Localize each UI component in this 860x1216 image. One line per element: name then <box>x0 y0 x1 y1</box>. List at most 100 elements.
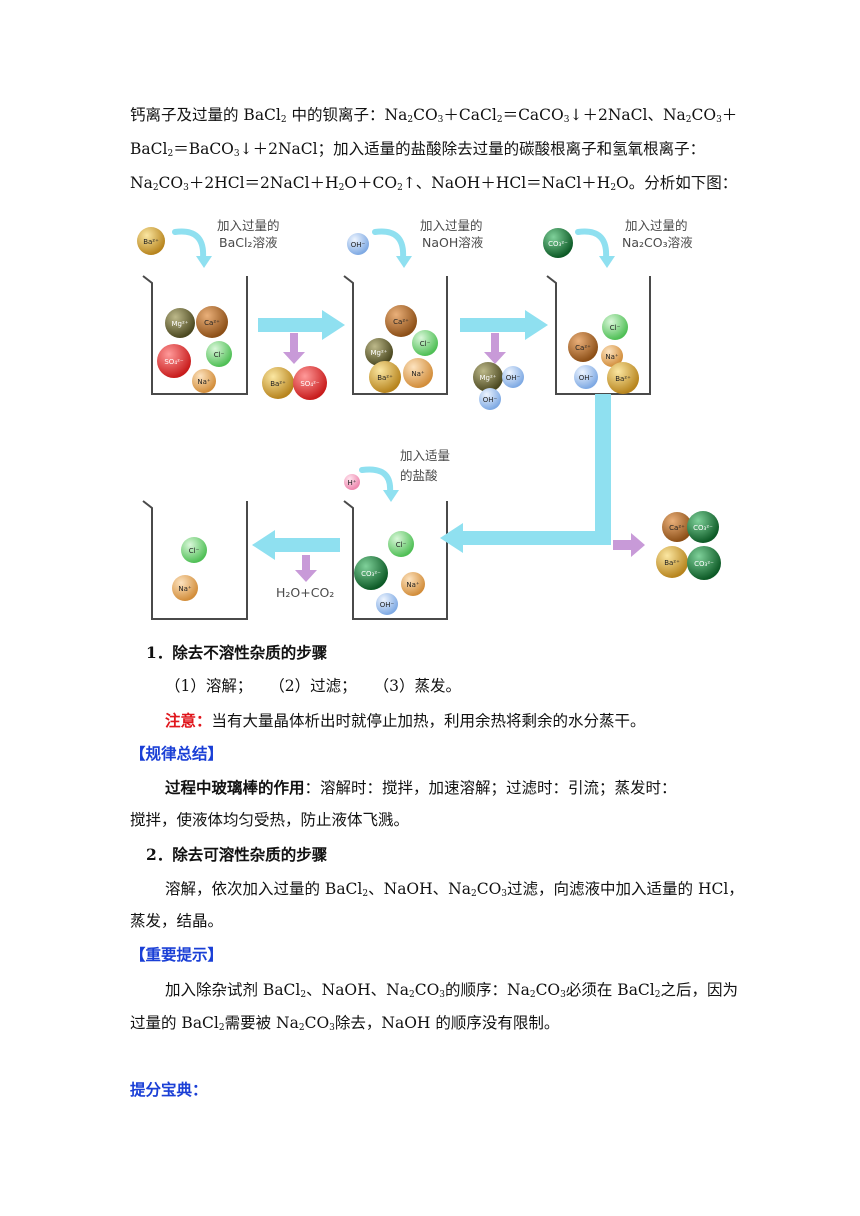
svg-text:Cl⁻: Cl⁻ <box>610 324 621 332</box>
svg-text:OH⁻: OH⁻ <box>506 374 521 382</box>
svg-text:H⁺: H⁺ <box>348 479 357 487</box>
svg-text:Ba²⁺: Ba²⁺ <box>270 380 286 388</box>
svg-text:Na⁺: Na⁺ <box>411 370 425 378</box>
b3-ion-na: Na⁺ <box>601 345 623 367</box>
note-text: 当有大量晶体析出时就停止加热，利用余热将剩余的水分蒸干。 <box>211 712 646 730</box>
svg-text:CO₃²⁻: CO₃²⁻ <box>694 560 714 568</box>
b1-ion-so4: SO₄²⁻ <box>157 344 191 378</box>
svg-text:Na⁺: Na⁺ <box>178 585 192 593</box>
svg-text:Na⁺: Na⁺ <box>406 581 420 589</box>
ppt3-ion-ca: Ca²⁺ <box>662 512 692 542</box>
step2-label-1: 加入过量的 <box>420 218 483 233</box>
beaker-1 <box>142 275 248 395</box>
b1-ion-na: Na⁺ <box>192 369 216 393</box>
b2-ion-mg: Mg²⁺ <box>365 338 393 366</box>
step4-label-2: 的盐酸 <box>400 468 438 483</box>
svg-text:OH⁻: OH⁻ <box>579 374 594 382</box>
svg-text:Cl⁻: Cl⁻ <box>396 541 407 549</box>
svg-text:Ca²⁺: Ca²⁺ <box>204 319 220 327</box>
section2-line-1: 溶解，依次加入过量的 BaCl2、NaOH、Na2CO3过滤，向滤液中加入适量的… <box>165 880 744 899</box>
svg-text:Na⁺: Na⁺ <box>605 353 619 361</box>
b4-ion-na: Na⁺ <box>401 572 425 596</box>
svg-text:CO₃²⁻: CO₃²⁻ <box>548 240 568 248</box>
gas-label: H₂O+CO₂ <box>276 585 334 600</box>
section1-steps: （1）溶解； （2）过滤； （3）蒸发。 <box>165 677 461 695</box>
intro-line-3: Na2CO3＋2HCl＝2NaCl＋H2O＋CO2↑、NaOH＋HCl＝NaCl… <box>130 174 738 193</box>
svg-text:SO₄²⁻: SO₄²⁻ <box>164 358 184 366</box>
step1-label-1: 加入过量的 <box>217 218 280 233</box>
step4-label-1: 加入适量 <box>400 448 450 463</box>
intro-line-1: 钙离子及过量的 BaCl2 中的钡离子：Na2CO3＋CaCl2＝CaCO3↓＋… <box>130 106 738 125</box>
svg-text:OH⁻: OH⁻ <box>351 241 366 249</box>
ppt2-ion-oh-2: OH⁻ <box>479 388 501 410</box>
svg-text:Ba²⁺: Ba²⁺ <box>664 559 680 567</box>
step1-label-2: BaCl₂溶液 <box>219 235 278 250</box>
footer-heading: 提分宝典： <box>130 1080 208 1099</box>
section1-heading: 1．除去不溶性杂质的步骤 <box>146 643 328 662</box>
step3-label-1: 加入过量的 <box>625 218 688 233</box>
svg-text:OH⁻: OH⁻ <box>483 396 498 404</box>
svg-text:Mg²⁺: Mg²⁺ <box>371 349 388 357</box>
add-arrow-3 <box>575 228 610 261</box>
arrow-beaker2-to-3 <box>460 310 548 340</box>
svg-text:OH⁻: OH⁻ <box>380 601 395 609</box>
svg-text:CO₃²⁻: CO₃²⁻ <box>361 570 381 578</box>
svg-text:Ca²⁺: Ca²⁺ <box>393 318 409 326</box>
svg-text:Cl⁻: Cl⁻ <box>189 547 200 555</box>
step3-label-2: Na₂CO₃溶液 <box>622 235 693 250</box>
b1-ion-ca: Ca²⁺ <box>196 306 228 338</box>
section1-note: 注意：当有大量晶体析出时就停止加热，利用余热将剩余的水分蒸干。 <box>165 706 646 736</box>
ppt2-ion-mg: Mg²⁺ <box>473 362 503 392</box>
arrow-beaker1-to-2 <box>258 310 345 340</box>
summary-line-1: 过程中玻璃棒的作用：溶解时：搅拌，加速溶解；过滤时：引流；蒸发时： <box>165 778 677 797</box>
b2-ion-ba: Ba²⁺ <box>369 361 401 393</box>
ion-oh-reagent: OH⁻ <box>347 233 369 255</box>
svg-text:Ba²⁺: Ba²⁺ <box>143 238 159 246</box>
tips-line-1: 加入除杂试剂 BaCl2、NaOH、Na2CO3的顺序：Na2CO3必须在 Ba… <box>165 981 739 1000</box>
section2-line-2: 蒸发，结晶。 <box>130 912 224 930</box>
b1-ion-cl: Cl⁻ <box>206 341 232 367</box>
beaker-2 <box>343 275 448 395</box>
tips-heading: 【重要提示】 <box>130 945 224 964</box>
svg-text:Ca²⁺: Ca²⁺ <box>669 524 685 532</box>
add-arrow-4 <box>359 466 394 495</box>
arrow-beaker3-to-4 <box>440 394 611 553</box>
b4-ion-co3: CO₃²⁻ <box>354 556 388 590</box>
add-arrow-2 <box>372 228 407 261</box>
ion-h-reagent: H⁺ <box>344 474 360 490</box>
summary-line-2: 搅拌，使液体均匀受热，防止液体飞溅。 <box>130 811 410 829</box>
svg-text:Na⁺: Na⁺ <box>197 378 211 386</box>
b2-ion-cl: Cl⁻ <box>412 330 438 356</box>
precipitate-arrow-3 <box>613 533 645 557</box>
b5-ion-cl: Cl⁻ <box>181 537 207 563</box>
b3-ion-ba: Ba²⁺ <box>607 362 639 394</box>
svg-text:Cl⁻: Cl⁻ <box>420 340 431 348</box>
b1-ion-mg: Mg²⁺ <box>165 308 195 338</box>
svg-text:CO₃²⁻: CO₃²⁻ <box>693 524 713 532</box>
b3-ion-oh: OH⁻ <box>574 365 598 389</box>
purification-diagram: 加入过量的 BaCl₂溶液 加入过量的 NaOH溶液 加入过量的 Na₂CO₃溶… <box>137 218 721 620</box>
intro-line-2: BaCl2＝BaCO3↓＋2NaCl；加入适量的盐酸除去过量的碳酸根离子和氢氧根… <box>130 140 706 159</box>
ppt3-ion-ba: Ba²⁺ <box>656 546 688 578</box>
svg-text:Mg²⁺: Mg²⁺ <box>480 374 497 382</box>
b4-ion-oh: OH⁻ <box>376 593 398 615</box>
svg-text:Ca²⁺: Ca²⁺ <box>575 344 591 352</box>
svg-text:Ba²⁺: Ba²⁺ <box>615 375 631 383</box>
b2-ion-ca: Ca²⁺ <box>385 305 417 337</box>
ppt3-ion-co3-2: CO₃²⁻ <box>687 546 721 580</box>
b3-ion-ca: Ca²⁺ <box>568 332 598 362</box>
ppt1-ion-so4: SO₄²⁻ <box>293 366 327 400</box>
gas-arrow <box>295 555 317 582</box>
arrow-beaker4-to-5 <box>252 530 340 560</box>
precipitate-arrow-1 <box>283 333 305 364</box>
note-label: 注意： <box>165 711 212 730</box>
ppt2-ion-oh-1: OH⁻ <box>502 366 524 388</box>
beaker-4 <box>343 500 448 620</box>
svg-text:SO₄²⁻: SO₄²⁻ <box>300 380 320 388</box>
b5-ion-na: Na⁺ <box>172 575 198 601</box>
ion-ba-reagent: Ba²⁺ <box>137 227 165 255</box>
ppt1-ion-ba: Ba²⁺ <box>262 367 294 399</box>
add-arrow-1 <box>172 228 207 261</box>
tips-line-2: 过量的 BaCl2需要被 Na2CO3除去，NaOH 的顺序没有限制。 <box>130 1014 560 1033</box>
b3-ion-cl: Cl⁻ <box>602 314 628 340</box>
